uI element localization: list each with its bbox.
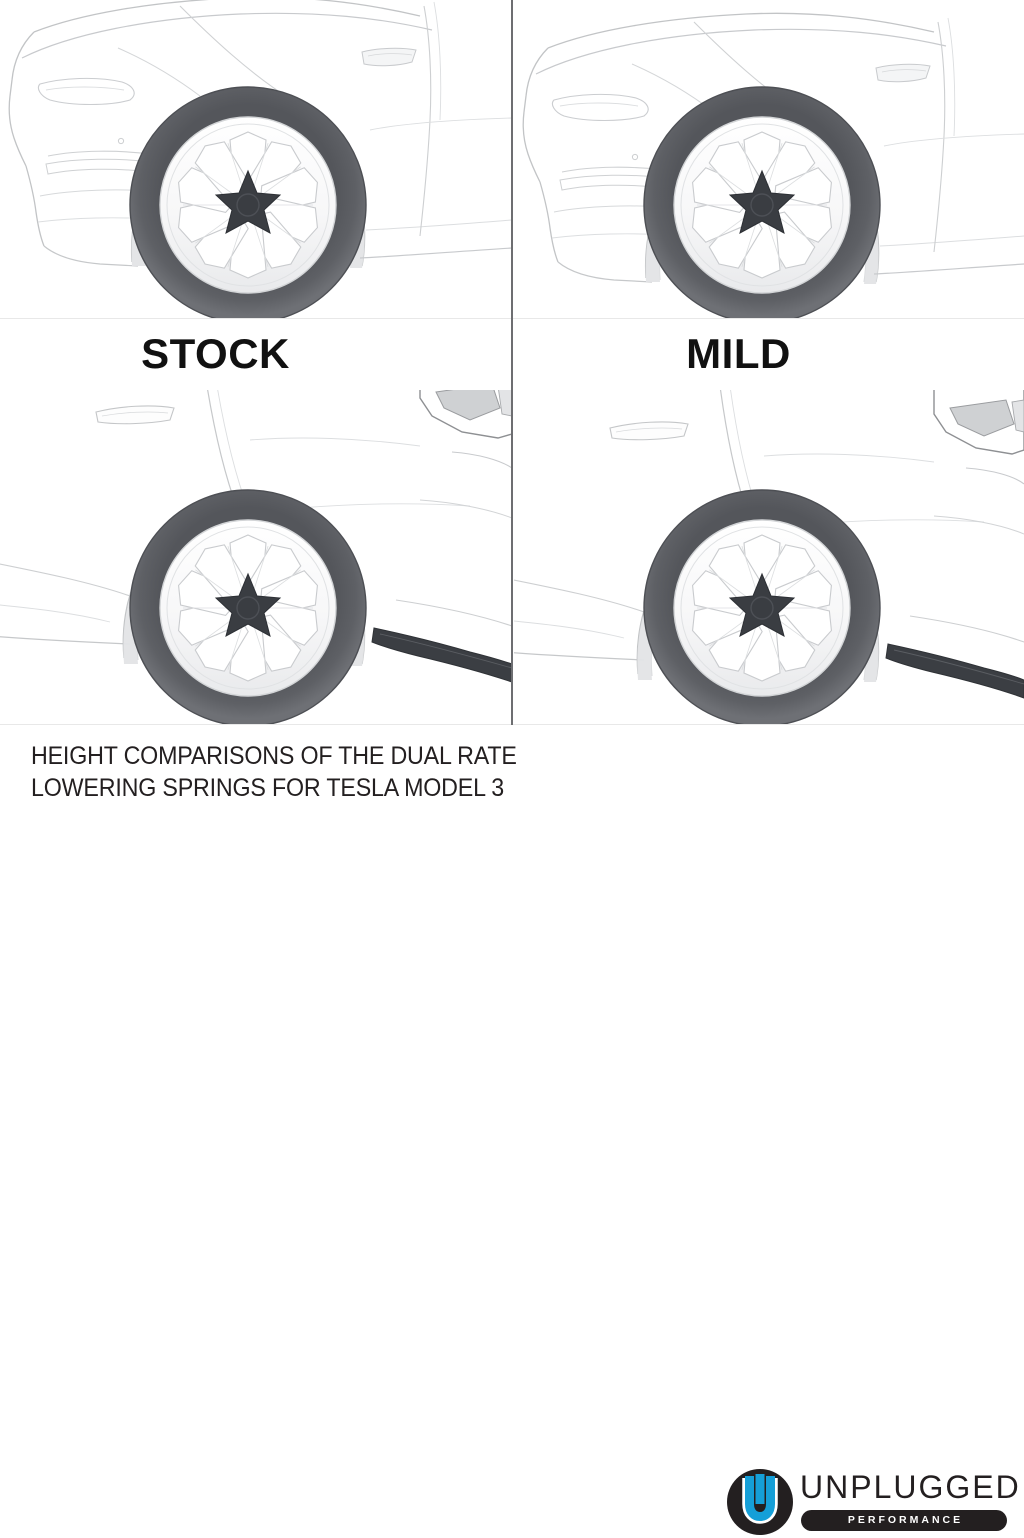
rear-mild-artwork	[514, 390, 1024, 725]
wheel-center-cap	[728, 572, 796, 637]
divider-vertical	[511, 0, 513, 725]
front-wheel-mild	[643, 86, 881, 318]
front-stock-artwork	[8, 0, 512, 318]
rear-wheel-stock	[129, 489, 367, 725]
rear-diffuser	[371, 627, 512, 683]
panel-front-stock	[0, 0, 512, 318]
caption-line-1: HEIGHT COMPARISONS OF THE DUAL RATE	[31, 742, 517, 770]
logo-tagline: PERFORMANCE	[847, 1514, 964, 1526]
footer: HEIGHT COMPARISONS OF THE DUAL RATE LOWE…	[0, 726, 1024, 1535]
logo-wordmark-group: UNPLUGGED PERFORMANCE	[800, 1470, 1019, 1534]
wheel-center-cap	[728, 169, 796, 234]
wheel-center-cap	[214, 169, 282, 234]
rear-diffuser	[885, 643, 1024, 699]
panel-front-mild	[514, 0, 1024, 318]
label-stock: STOCK	[141, 330, 290, 377]
unplugged-performance-logo: UNPLUGGED PERFORMANCE	[726, 1466, 1019, 1538]
panel-rear-stock	[0, 390, 512, 725]
front-mild-artwork	[522, 0, 1024, 318]
logo-tagline-pill: PERFORMANCE	[801, 1510, 1007, 1531]
wheel-center-cap	[214, 572, 282, 637]
variant-label-row: STOCK MILD	[0, 319, 1024, 389]
caption-line-2: LOWERING SPRINGS FOR TESLA MODEL 3	[31, 774, 504, 802]
rear-stock-artwork	[0, 390, 512, 725]
panel-rear-mild	[514, 390, 1024, 725]
rear-wheel-mild	[643, 489, 881, 725]
unplugged-u-emblem-icon	[727, 1469, 793, 1535]
logo-wordmark: UNPLUGGED	[800, 1469, 1021, 1505]
front-wheel-stock	[129, 86, 367, 318]
caption-block: HEIGHT COMPARISONS OF THE DUAL RATE LOWE…	[31, 740, 517, 804]
label-mild: MILD	[686, 330, 791, 377]
